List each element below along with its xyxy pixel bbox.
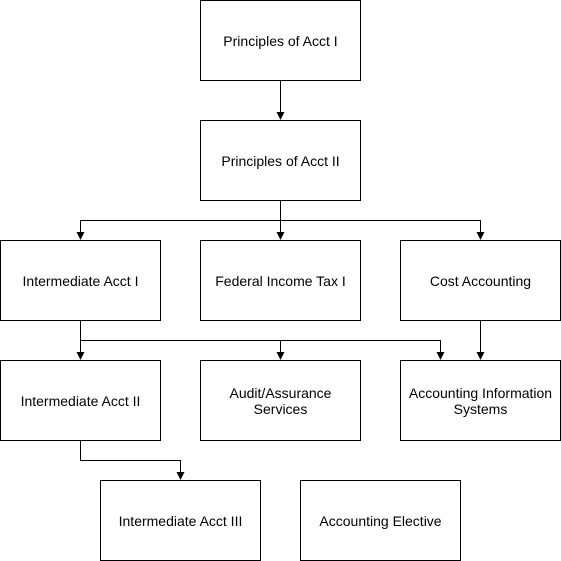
edge-principles2-to-cost-accounting xyxy=(280,220,485,240)
node-cost-accounting: Cost Accounting xyxy=(400,240,561,321)
edge-intermediate2-to-intermediate3 xyxy=(80,440,185,480)
node-label: Intermediate Acct I xyxy=(22,272,139,289)
node-principles-of-acct-2: Principles of Acct II xyxy=(200,120,361,201)
node-federal-income-tax-1: Federal Income Tax I xyxy=(200,240,361,321)
node-audit-assurance-services: Audit/Assurance Services xyxy=(200,360,361,441)
node-intermediate-acct-2: Intermediate Acct II xyxy=(0,360,161,441)
node-label: Accounting Information Systems xyxy=(408,384,553,417)
edge-intermediate1-to-audit xyxy=(80,340,285,360)
node-intermediate-acct-1: Intermediate Acct I xyxy=(0,240,161,321)
node-label: Accounting Elective xyxy=(319,512,442,529)
node-label: Audit/Assurance Services xyxy=(229,384,332,417)
node-label: Intermediate Acct III xyxy=(118,512,243,529)
edge-intermediate1-to-ais xyxy=(280,340,445,360)
node-principles-of-acct-1: Principles of Acct I xyxy=(200,0,361,81)
node-label: Principles of Acct I xyxy=(223,32,338,49)
node-label: Federal Income Tax I xyxy=(215,272,346,289)
node-label: Principles of Acct II xyxy=(221,152,340,169)
node-label: Intermediate Acct II xyxy=(20,392,141,409)
node-accounting-information-systems: Accounting Information Systems xyxy=(400,360,561,441)
node-intermediate-acct-3: Intermediate Acct III xyxy=(100,480,261,561)
node-accounting-elective: Accounting Elective xyxy=(300,480,461,561)
node-label: Cost Accounting xyxy=(429,272,532,289)
edge-principles2-to-intermediate1 xyxy=(76,200,281,240)
